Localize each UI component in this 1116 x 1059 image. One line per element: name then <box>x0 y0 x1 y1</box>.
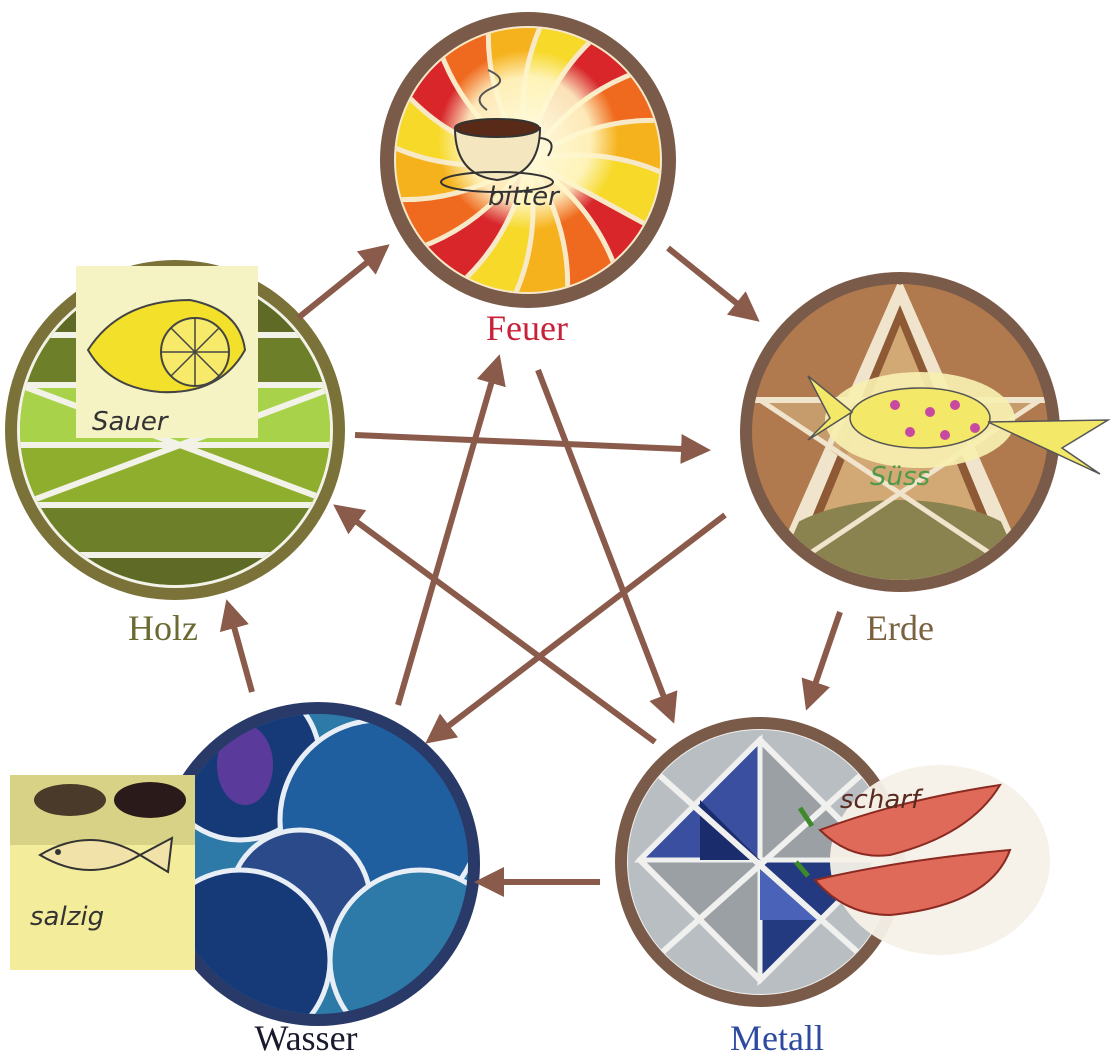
taste-suess: Süss <box>870 462 930 492</box>
arrow-feuer-to-metall <box>538 370 672 718</box>
arrow-wasser-to-holz <box>228 605 252 692</box>
arrow-holz-to-erde <box>355 435 705 450</box>
taste-scharf: scharf <box>840 785 924 815</box>
arrow-holz-to-feuer <box>298 248 385 318</box>
label-wasser: Wasser <box>254 1018 357 1058</box>
taste-bitter: bitter <box>488 182 561 212</box>
label-feuer: Feuer <box>486 308 568 348</box>
arrow-erde-to-metall <box>808 612 840 705</box>
arrow-wasser-to-feuer <box>398 360 498 705</box>
arrow-feuer-to-erde <box>668 248 755 318</box>
taste-salzig: salzig <box>30 902 104 932</box>
label-erde: Erde <box>866 608 934 648</box>
arrow-erde-to-wasser <box>430 515 725 740</box>
fish-stones-icon <box>10 775 195 970</box>
wasser-disc <box>150 680 510 1050</box>
label-holz: Holz <box>128 608 198 648</box>
taste-sauer: Sauer <box>92 407 170 437</box>
label-metall: Metall <box>730 1018 824 1058</box>
